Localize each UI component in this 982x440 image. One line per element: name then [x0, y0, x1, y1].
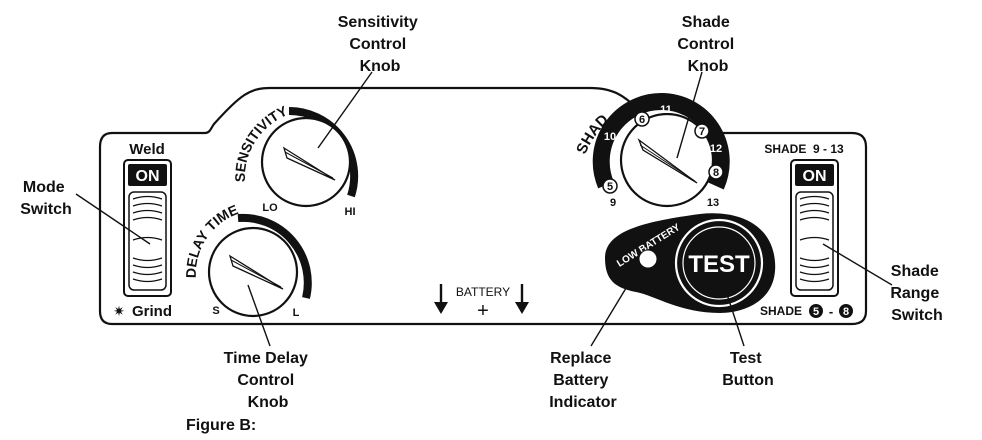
svg-text:7: 7 — [699, 126, 705, 138]
shade-range-switch[interactable]: ON — [790, 159, 839, 297]
delay-short-label: S — [212, 305, 219, 317]
shade-scale-band — [592, 93, 730, 190]
svg-text:8: 8 — [713, 167, 719, 179]
callout-test-button: Test Button — [722, 350, 774, 389]
shade-range-top-label: SHADE 9 - 13 — [764, 142, 844, 156]
test-button-label: TEST — [688, 251, 750, 278]
shade-range-separator: - — [829, 304, 833, 319]
figure-caption: Figure B: — [186, 417, 256, 434]
shade-number-9: 9 — [610, 197, 616, 209]
callout-replace-battery: Replace Battery Indicator — [549, 350, 617, 411]
panel-outline — [98, 86, 868, 326]
svg-text:5: 5 — [607, 181, 613, 193]
shade-number-12: 12 — [710, 143, 722, 155]
sensitivity-hi-label: HI — [345, 206, 356, 218]
shade-circled-7: 7 — [694, 123, 710, 139]
delay-time-knob[interactable] — [207, 213, 312, 318]
mode-switch-weld-label: Weld — [129, 141, 165, 158]
mode-switch[interactable]: ON — [123, 159, 172, 297]
down-arrow-icon — [515, 284, 529, 314]
shade-range-start-circle: 5 — [809, 304, 823, 318]
shade-number-11: 11 — [660, 104, 672, 116]
test-button[interactable]: TEST — [674, 218, 764, 308]
callout-time-delay-knob: Time Delay Control Knob — [224, 350, 313, 411]
mode-switch-grind-label: Grind — [132, 303, 172, 320]
sparkle-icon: ✷ — [113, 303, 125, 319]
callout-shade-knob: Shade Control Knob — [677, 14, 738, 75]
delay-long-label: L — [293, 307, 300, 319]
shade-number-13: 13 — [707, 197, 719, 209]
shade-circled-6: 6 — [634, 111, 650, 127]
svg-text:8: 8 — [843, 306, 849, 318]
shade-circled-8: 8 — [708, 164, 724, 180]
battery-label: BATTERY — [456, 285, 510, 299]
shade-circled-5: 5 — [602, 178, 618, 194]
sensitivity-lo-label: LO — [262, 202, 278, 214]
shade-range-bottom-label: SHADE — [760, 304, 802, 318]
shade-range-end-circle: 8 — [839, 304, 853, 318]
svg-text:6: 6 — [639, 114, 645, 126]
leader-lines — [75, 71, 893, 347]
callout-shade-range-switch: Shade Range Switch — [890, 263, 943, 324]
mode-switch-on-label: ON — [136, 168, 160, 185]
down-arrow-icon — [434, 284, 448, 314]
sensitivity-knob[interactable] — [260, 106, 359, 208]
callout-mode-switch: Mode Switch — [20, 179, 72, 218]
shade-knob[interactable] — [592, 93, 730, 208]
battery-plus-label: + — [477, 300, 489, 322]
shade-number-10: 10 — [604, 131, 616, 143]
shade-range-on-label: ON — [803, 168, 827, 185]
svg-text:5: 5 — [813, 306, 819, 318]
low-battery-led — [638, 249, 658, 269]
callout-sensitivity-knob: Sensitivity Control Knob — [338, 14, 422, 75]
delay-scale-arc — [237, 213, 312, 299]
